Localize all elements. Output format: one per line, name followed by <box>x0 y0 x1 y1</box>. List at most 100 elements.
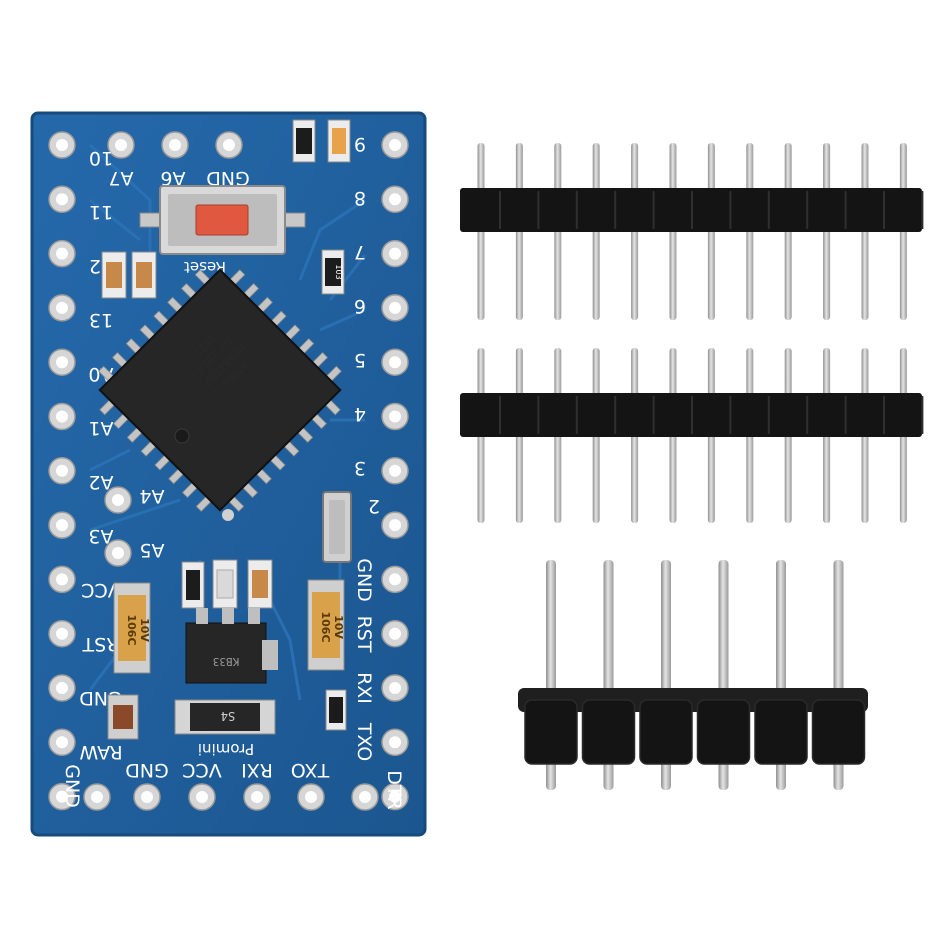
pin-pad-bottom <box>133 783 161 811</box>
pin-pad-bottom <box>351 783 379 811</box>
cap-left-line-2: 10V <box>138 618 151 642</box>
pin-pad-left <box>48 402 76 431</box>
pin-label-4: 4 <box>354 403 366 425</box>
diode-s4: S4 Promini <box>174 699 276 758</box>
right-angle-pin-lower <box>776 758 786 790</box>
pin-pad-right <box>381 674 409 702</box>
left-pin-labels: 10 11 12 13 A0 A1 A2 A3 VCC RST GND RAW … <box>61 147 123 808</box>
straight-pin-header-top <box>460 143 924 320</box>
pin-label-a4: A4 <box>139 485 164 507</box>
pin-label-3: 3 <box>354 457 366 479</box>
right-angle-pin-lower <box>661 758 671 790</box>
reset-button: Reset <box>139 185 306 276</box>
pin-pad-right <box>381 565 409 594</box>
pin-label-gnd-top: GND <box>206 167 250 189</box>
pin-pad-left <box>48 782 76 811</box>
right-pin-labels: 9 8 7 6 5 4 3 2 GND RST RXI TXO DTR <box>353 133 405 810</box>
pcb-board: 10 11 12 13 A0 A1 A2 A3 VCC RST GND RAW … <box>30 111 427 837</box>
right-angle-pin-upper <box>603 560 614 700</box>
pin-pad-right <box>381 457 409 485</box>
pin-pad-right <box>381 511 409 539</box>
right-angle-pin-lower <box>718 758 729 790</box>
pin-label-a2: A2 <box>88 471 113 493</box>
pin-label-vcc-bottom: VCC <box>182 759 222 781</box>
pin-label-7: 7 <box>354 241 366 263</box>
pin-pad-right <box>381 294 409 322</box>
pin-pad-right <box>381 402 409 431</box>
right-angle-pin-lower <box>833 758 844 790</box>
right-pin-pads <box>381 131 409 811</box>
right-angle-pin-upper <box>718 560 729 700</box>
pin-pad-left <box>48 674 76 702</box>
capacitor-left: 106C 10V <box>113 582 151 674</box>
pin-label-9: 9 <box>354 133 366 155</box>
smd-parts-bottom <box>107 559 347 740</box>
pin-label-rst-right: RST <box>353 616 375 653</box>
pin-label-2: 2 <box>368 495 380 517</box>
right-angle-header-body <box>518 688 868 765</box>
capacitor-right: 106C 10V <box>307 579 345 671</box>
right-angle-pin-lower <box>603 758 614 790</box>
ic-small-marking: KB33 <box>213 655 240 668</box>
inner-pin-labels: A4 A5 <box>139 485 164 561</box>
pin-label-8: 8 <box>354 187 366 209</box>
cap-left-line-1: 106C <box>125 614 138 645</box>
pin-label-gnd-bottom: GND <box>125 759 169 781</box>
pin-pad-right <box>381 619 409 648</box>
pin-pad-right <box>381 728 409 757</box>
pin-pad-left <box>48 239 76 268</box>
right-angle-pin-upper <box>776 560 786 700</box>
resistor-code: 103 <box>334 264 343 279</box>
pin-pad-right <box>381 185 409 214</box>
right-angle-pin-upper <box>546 560 556 700</box>
pin-pad-top <box>161 131 189 159</box>
pin-label-11: 11 <box>89 201 113 223</box>
right-angle-pin-upper <box>661 560 671 700</box>
atmega-chip: ATMEL MEGA328P AU 1924 1K11 <box>98 268 342 521</box>
bottom-pin-labels: GND VCC RXI TXO <box>125 759 330 781</box>
cap-right-line-2: 10V <box>332 615 345 639</box>
pin-pad-bottom <box>188 783 216 811</box>
pin-pad-left <box>48 294 76 322</box>
regulator-code: S4 <box>221 709 235 723</box>
pin-pad-left <box>48 565 76 594</box>
pin-label-6: 6 <box>354 295 366 317</box>
pin-label-gnd-corner: GND <box>61 764 83 808</box>
pin-label-a5: A5 <box>139 539 164 561</box>
pin-label-rxi-right: RXI <box>353 672 375 704</box>
pin-pad-inner <box>104 486 132 514</box>
pin-label-vcc: VCC <box>81 579 121 601</box>
smd-resistors-top: 103 <box>101 119 351 299</box>
pin-pad-top <box>215 131 243 159</box>
crystal <box>322 491 352 563</box>
reset-label: Reset <box>184 258 226 276</box>
pin-pad-left <box>48 619 76 648</box>
left-pin-pads <box>48 131 76 811</box>
pin-label-rst: RST <box>82 633 119 655</box>
straight-pin-header-bottom <box>460 348 924 523</box>
pin-label-rxi-bottom: RXI <box>241 759 273 781</box>
right-angle-pin-lower <box>546 758 556 790</box>
pin-pad-left <box>48 131 76 159</box>
top-pin-labels: A7 A6 GND <box>108 167 249 189</box>
bottom-pin-pads <box>83 783 379 811</box>
pin-pad-left <box>48 511 76 539</box>
pin-pad-left <box>48 185 76 214</box>
pin-label-a7: A7 <box>108 167 133 189</box>
pin-label-13: 13 <box>89 309 113 331</box>
pin-label-dtr: DTR <box>383 770 405 809</box>
cap-right-line-1: 106C <box>319 611 332 642</box>
pin-pad-bottom <box>297 783 325 811</box>
pin-pad-inner <box>104 539 132 567</box>
pin-label-10: 10 <box>89 147 113 169</box>
pin-pad-left <box>48 348 76 376</box>
inner-pin-pads <box>104 486 132 567</box>
board-label: Promini <box>198 740 254 758</box>
top-pin-pads <box>107 131 243 159</box>
pin-label-a3: A3 <box>88 525 113 547</box>
pin-label-raw: RAW <box>79 741 122 763</box>
pin-pad-right <box>381 348 409 376</box>
pin-label-txo-bottom: TXO <box>291 759 330 781</box>
pin-label-txo-right: TXO <box>353 722 375 761</box>
